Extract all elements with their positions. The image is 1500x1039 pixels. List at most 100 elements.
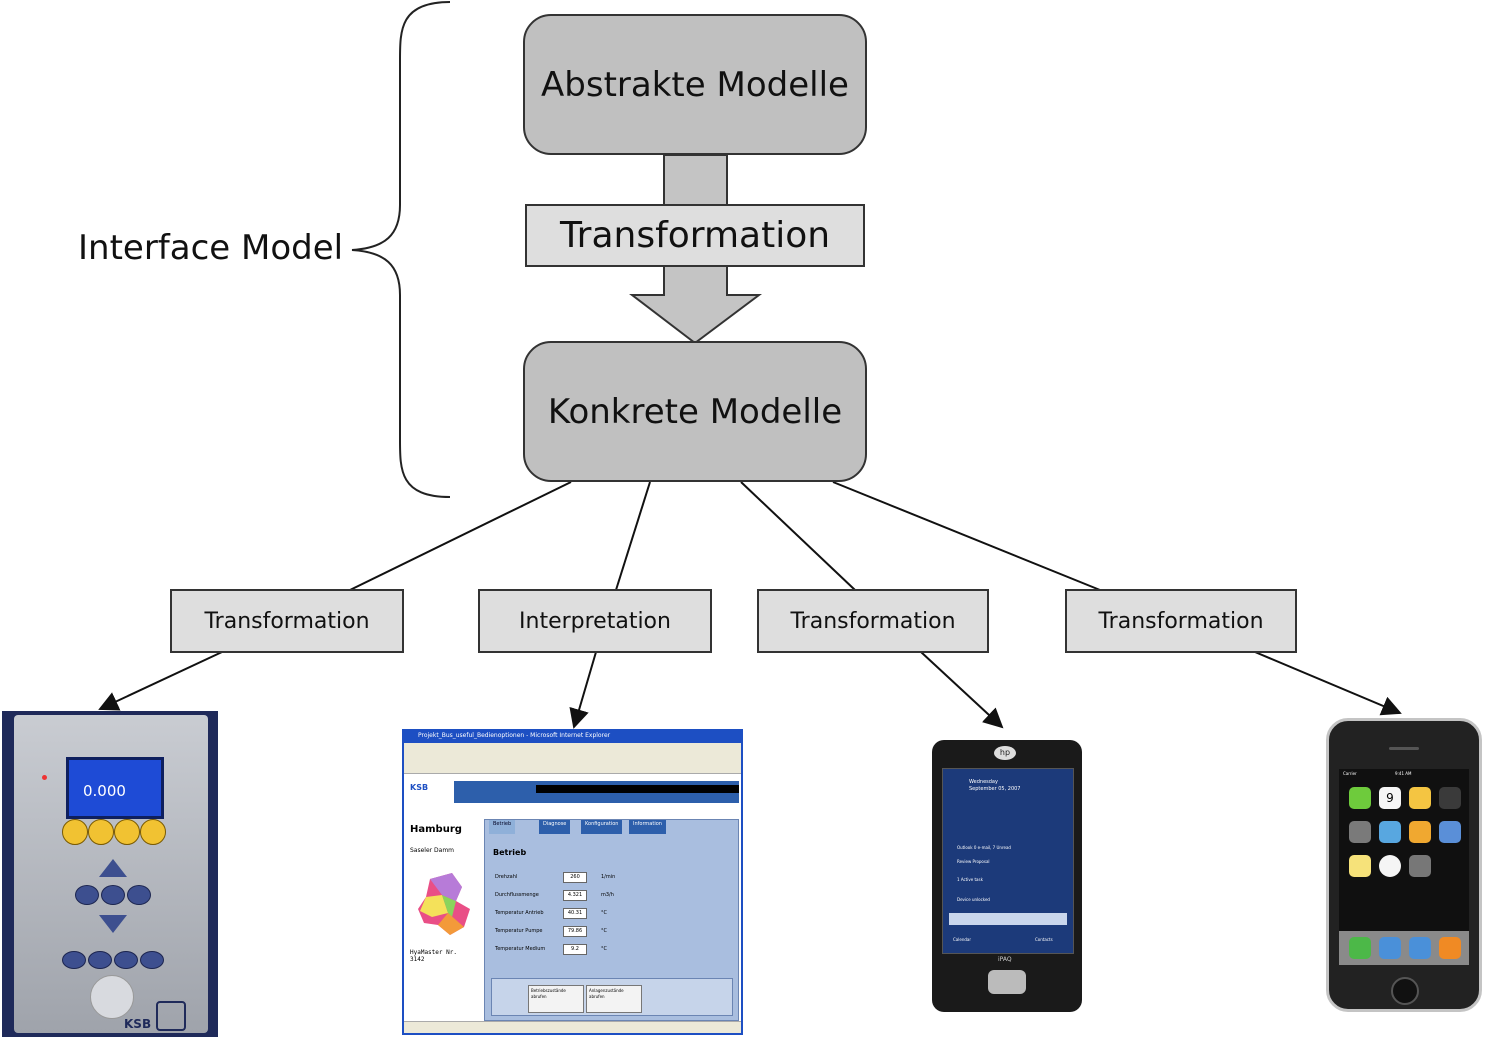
branch-box-transformation-1: Transformation (170, 589, 404, 653)
hp-logo-icon: hp (994, 746, 1016, 760)
arrow-to-device (569, 651, 597, 729)
messages-icon (1349, 787, 1371, 809)
smartphone: Carrier 9:41 AM 9 (1326, 718, 1482, 1012)
pda-softkey-right: Contacts (1035, 937, 1053, 942)
arrow-to-device (920, 651, 1004, 729)
nav-button (88, 951, 112, 969)
calendar-day: 9 (1386, 791, 1394, 805)
branch-line (349, 481, 572, 591)
abstract-models-box: Abstrakte Modelle (523, 14, 867, 155)
data-row: Temperatur Pumpe 79.86 °C (495, 926, 725, 938)
phone-screen: Carrier 9:41 AM 9 (1339, 769, 1469, 965)
row-value: 40.31 (563, 908, 587, 919)
action-button[interactable]: Betriebszustände abrufen (528, 985, 584, 1013)
pda-screen: Wednesday September 05, 2007 Outlook 0 e… (942, 768, 1074, 954)
transformation-main-box: Transformation (525, 204, 865, 267)
browser-title-bar: Projekt_Bus_useful_Bedienoptionen - Micr… (404, 731, 741, 743)
button-strip: Betriebszustände abrufen Anlagenzustände… (491, 978, 733, 1016)
pda-item: 1 Active task (957, 877, 983, 882)
up-arrow-icon (99, 859, 127, 877)
pda-item: Device unlocked (957, 897, 990, 902)
row-label: Drehzahl (495, 874, 518, 880)
header-bar (454, 781, 739, 803)
down-arrow-icon (99, 915, 127, 933)
pda-item: Review Proposal (957, 859, 990, 864)
clock-icon (1379, 855, 1401, 877)
notes-icon (1349, 855, 1371, 877)
row-label: Temperatur Pumpe (495, 928, 543, 934)
nav-button (140, 951, 164, 969)
settings-icon (1409, 855, 1431, 877)
brand-label: KSB (124, 1017, 152, 1031)
tab-betrieb[interactable]: Betrieb (489, 820, 516, 834)
safari-icon (1409, 937, 1431, 959)
data-row: Temperatur Antrieb 40.31 °C (495, 908, 725, 920)
row-value: 4.321 (563, 890, 587, 901)
row-value: 9.2 (563, 944, 587, 955)
pda-item: Outlook 0 e-mail, 7 Unread (957, 845, 1011, 850)
branch-box-interpretation: Interpretation (478, 589, 712, 653)
pda-banner (949, 913, 1067, 925)
concrete-models-box: Konkrete Modelle (523, 341, 867, 482)
content-panel: Betrieb Diagnose Konfiguration Informati… (484, 819, 739, 1021)
pda-softkey-left: Calendar (953, 937, 971, 942)
camera-icon (1439, 787, 1461, 809)
home-button (1391, 977, 1419, 1005)
nav-button (101, 885, 125, 905)
arrow-to-device (1254, 651, 1402, 716)
phone-dock (1339, 931, 1469, 965)
calculator-icon (1349, 821, 1371, 843)
hyamaster-label: HyaMaster Nr. 3142 (410, 949, 457, 963)
row-label: Temperatur Antrieb (495, 910, 544, 916)
phone-icon (1349, 937, 1371, 959)
brand-logo-icon (156, 1001, 186, 1031)
status-bar (404, 1021, 741, 1033)
browser-window-title: Projekt_Bus_useful_Bedienoptionen - Micr… (418, 732, 611, 739)
pda-dpad (988, 970, 1026, 994)
status-led (42, 775, 47, 780)
phone-speaker (1389, 747, 1419, 750)
nav-button (127, 885, 151, 905)
branch-box-transformation-2: Transformation (757, 589, 989, 653)
data-row: Durchflussmenge 4.321 m3/h (495, 890, 725, 902)
phone-carrier: Carrier (1343, 771, 1357, 776)
pda-device: hp Wednesday September 05, 2007 Outlook … (932, 740, 1082, 1012)
curly-brace (351, 1, 451, 498)
function-button (62, 819, 88, 845)
row-value: 79.86 (563, 926, 587, 937)
row-unit: 1/min (601, 874, 616, 880)
tab-konfiguration[interactable]: Konfiguration (581, 820, 623, 834)
row-label: Durchflussmenge (495, 892, 539, 898)
stocks-icon (1379, 821, 1401, 843)
pump-control-panel: 0.000 KSB (2, 711, 218, 1037)
row-unit: m3/h (601, 892, 614, 898)
weather-icon (1439, 821, 1461, 843)
branch-line (832, 481, 1101, 591)
phone-time: 9:41 AM (1395, 771, 1412, 776)
branch-line (615, 481, 651, 591)
pda-model-label: iPAQ (998, 956, 1012, 963)
interface-model-label: Interface Model (78, 228, 344, 268)
photos-icon (1409, 787, 1431, 809)
browser-toolbar (404, 743, 741, 774)
ipod-icon (1439, 937, 1461, 959)
row-unit: °C (601, 928, 607, 934)
arrow-to-device (98, 651, 223, 711)
function-button (114, 819, 140, 845)
branch-line (740, 481, 856, 591)
tab-diagnose[interactable]: Diagnose (539, 820, 571, 834)
brand-label: KSB (410, 783, 429, 792)
function-button (140, 819, 166, 845)
row-label: Temperatur Medium (495, 946, 546, 952)
nav-button (62, 951, 86, 969)
action-button[interactable]: Anlagenzustände abrufen (586, 985, 642, 1013)
row-value: 260 (563, 872, 587, 883)
function-button (88, 819, 114, 845)
nav-button (75, 885, 99, 905)
row-unit: °C (601, 910, 607, 916)
nav-button (114, 951, 138, 969)
tab-information[interactable]: Information (629, 820, 666, 834)
panel-title: Betrieb (493, 848, 527, 857)
pda-date-2: September 05, 2007 (969, 786, 1021, 792)
